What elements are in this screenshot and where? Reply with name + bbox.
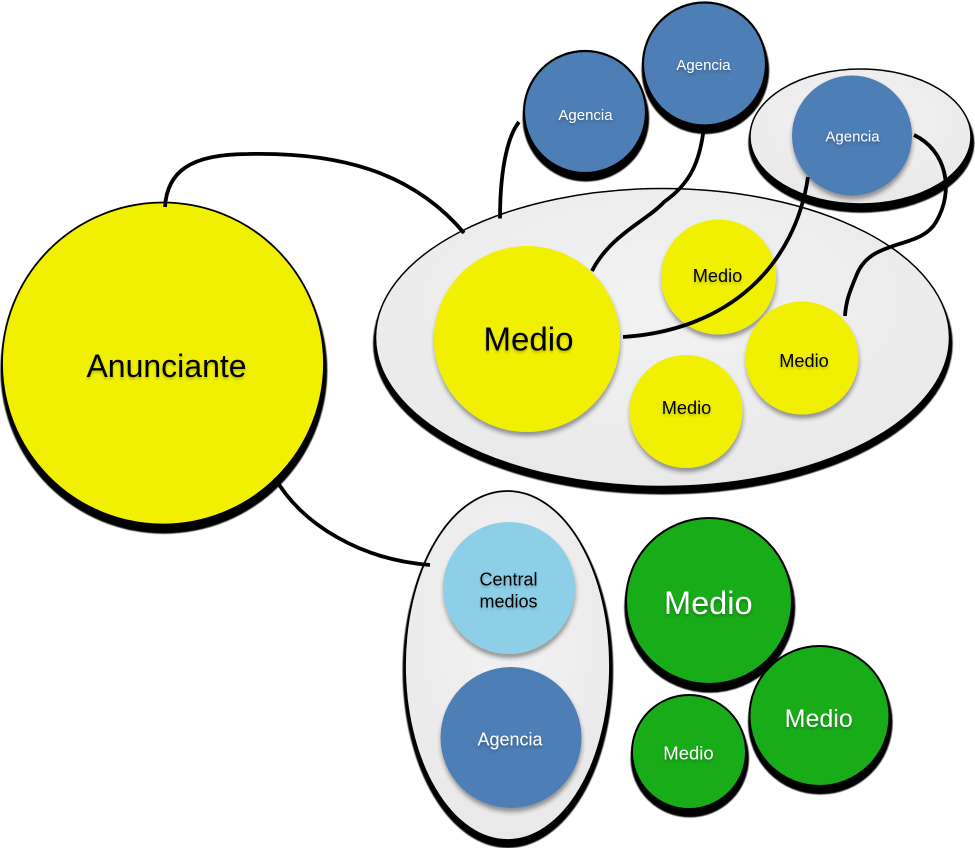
svg-text:Medio: Medio: [693, 266, 743, 286]
svg-text:Agencia: Agencia: [676, 57, 731, 74]
svg-text:Medio: Medio: [785, 705, 853, 733]
svg-text:Medio: Medio: [663, 743, 713, 764]
svg-text:Medio: Medio: [484, 321, 574, 358]
svg-text:Medio: Medio: [664, 585, 753, 621]
svg-text:Medio: Medio: [662, 398, 712, 418]
svg-text:medios: medios: [479, 592, 537, 612]
svg-text:Agencia: Agencia: [825, 129, 880, 146]
svg-text:Anunciante: Anunciante: [86, 348, 246, 384]
svg-text:Agencia: Agencia: [477, 730, 543, 750]
svg-text:Medio: Medio: [779, 351, 829, 371]
svg-text:Agencia: Agencia: [558, 107, 613, 124]
svg-text:Central: Central: [479, 570, 537, 590]
